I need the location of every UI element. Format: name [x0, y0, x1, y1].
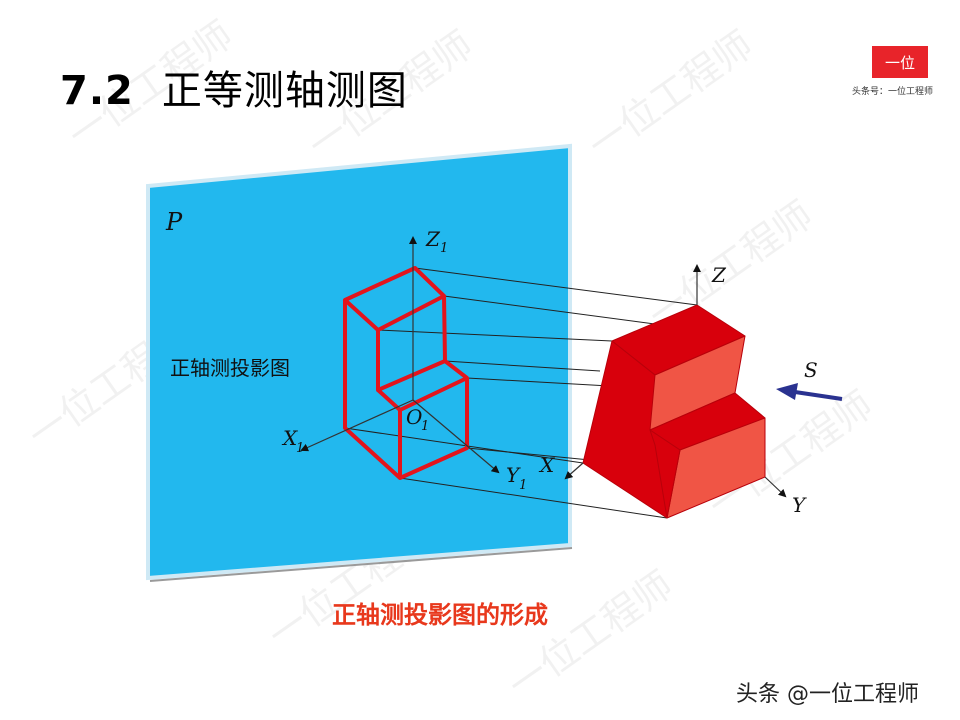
- projection-plane: [146, 143, 572, 581]
- watermark-text: 一位工程师: [580, 22, 761, 167]
- svg-text:1: 1: [421, 419, 429, 434]
- plane-shadow-edge: [149, 547, 573, 582]
- svg-text:Z: Z: [425, 227, 441, 251]
- diagram-caption: 正轴测投影图的形成: [332, 601, 548, 629]
- o1-label: O 1: [406, 405, 429, 434]
- title-text: 正等测轴测图: [161, 68, 408, 114]
- z-axis-label: Z: [711, 263, 727, 287]
- svg-text:O: O: [406, 405, 422, 429]
- logo: 一位: [872, 46, 928, 78]
- y-axis-label: Y: [792, 493, 807, 517]
- page-title: 7.2 正等测轴测图: [60, 58, 408, 116]
- watermark-text: 一位工程师: [640, 192, 821, 337]
- watermark-text: 一位工程师: [60, 12, 241, 157]
- svg-text:Y: Y: [506, 463, 521, 487]
- solid-object: [582, 304, 766, 519]
- footer-credit: 头条 @一位工程师: [736, 682, 919, 707]
- z1-label: Z 1: [425, 227, 448, 256]
- x1-label: X 1: [281, 426, 304, 456]
- x-axis-label: X: [538, 453, 555, 477]
- svg-text:1: 1: [519, 478, 527, 493]
- svg-text:1: 1: [296, 441, 304, 456]
- axonometric-projection: [343, 266, 469, 480]
- plane-caption: 正轴测投影图: [170, 356, 290, 380]
- svg-text:1: 1: [440, 241, 448, 256]
- watermark-text: 一位工程师: [500, 562, 681, 707]
- logo-subtitle: 头条号：一位工程师: [852, 87, 934, 97]
- direction-label: S: [804, 358, 818, 382]
- solid-lower-front-face: [649, 429, 681, 519]
- projection-direction-arrow: [776, 383, 843, 401]
- object-axes: [564, 264, 787, 498]
- plane-label: P: [165, 208, 183, 236]
- svg-text:X: X: [281, 426, 298, 450]
- projection-axes: [300, 236, 500, 474]
- title-number: 7.2: [60, 68, 134, 114]
- y1-label: Y 1: [506, 463, 527, 493]
- watermark-text: 一位工程师: [300, 22, 481, 167]
